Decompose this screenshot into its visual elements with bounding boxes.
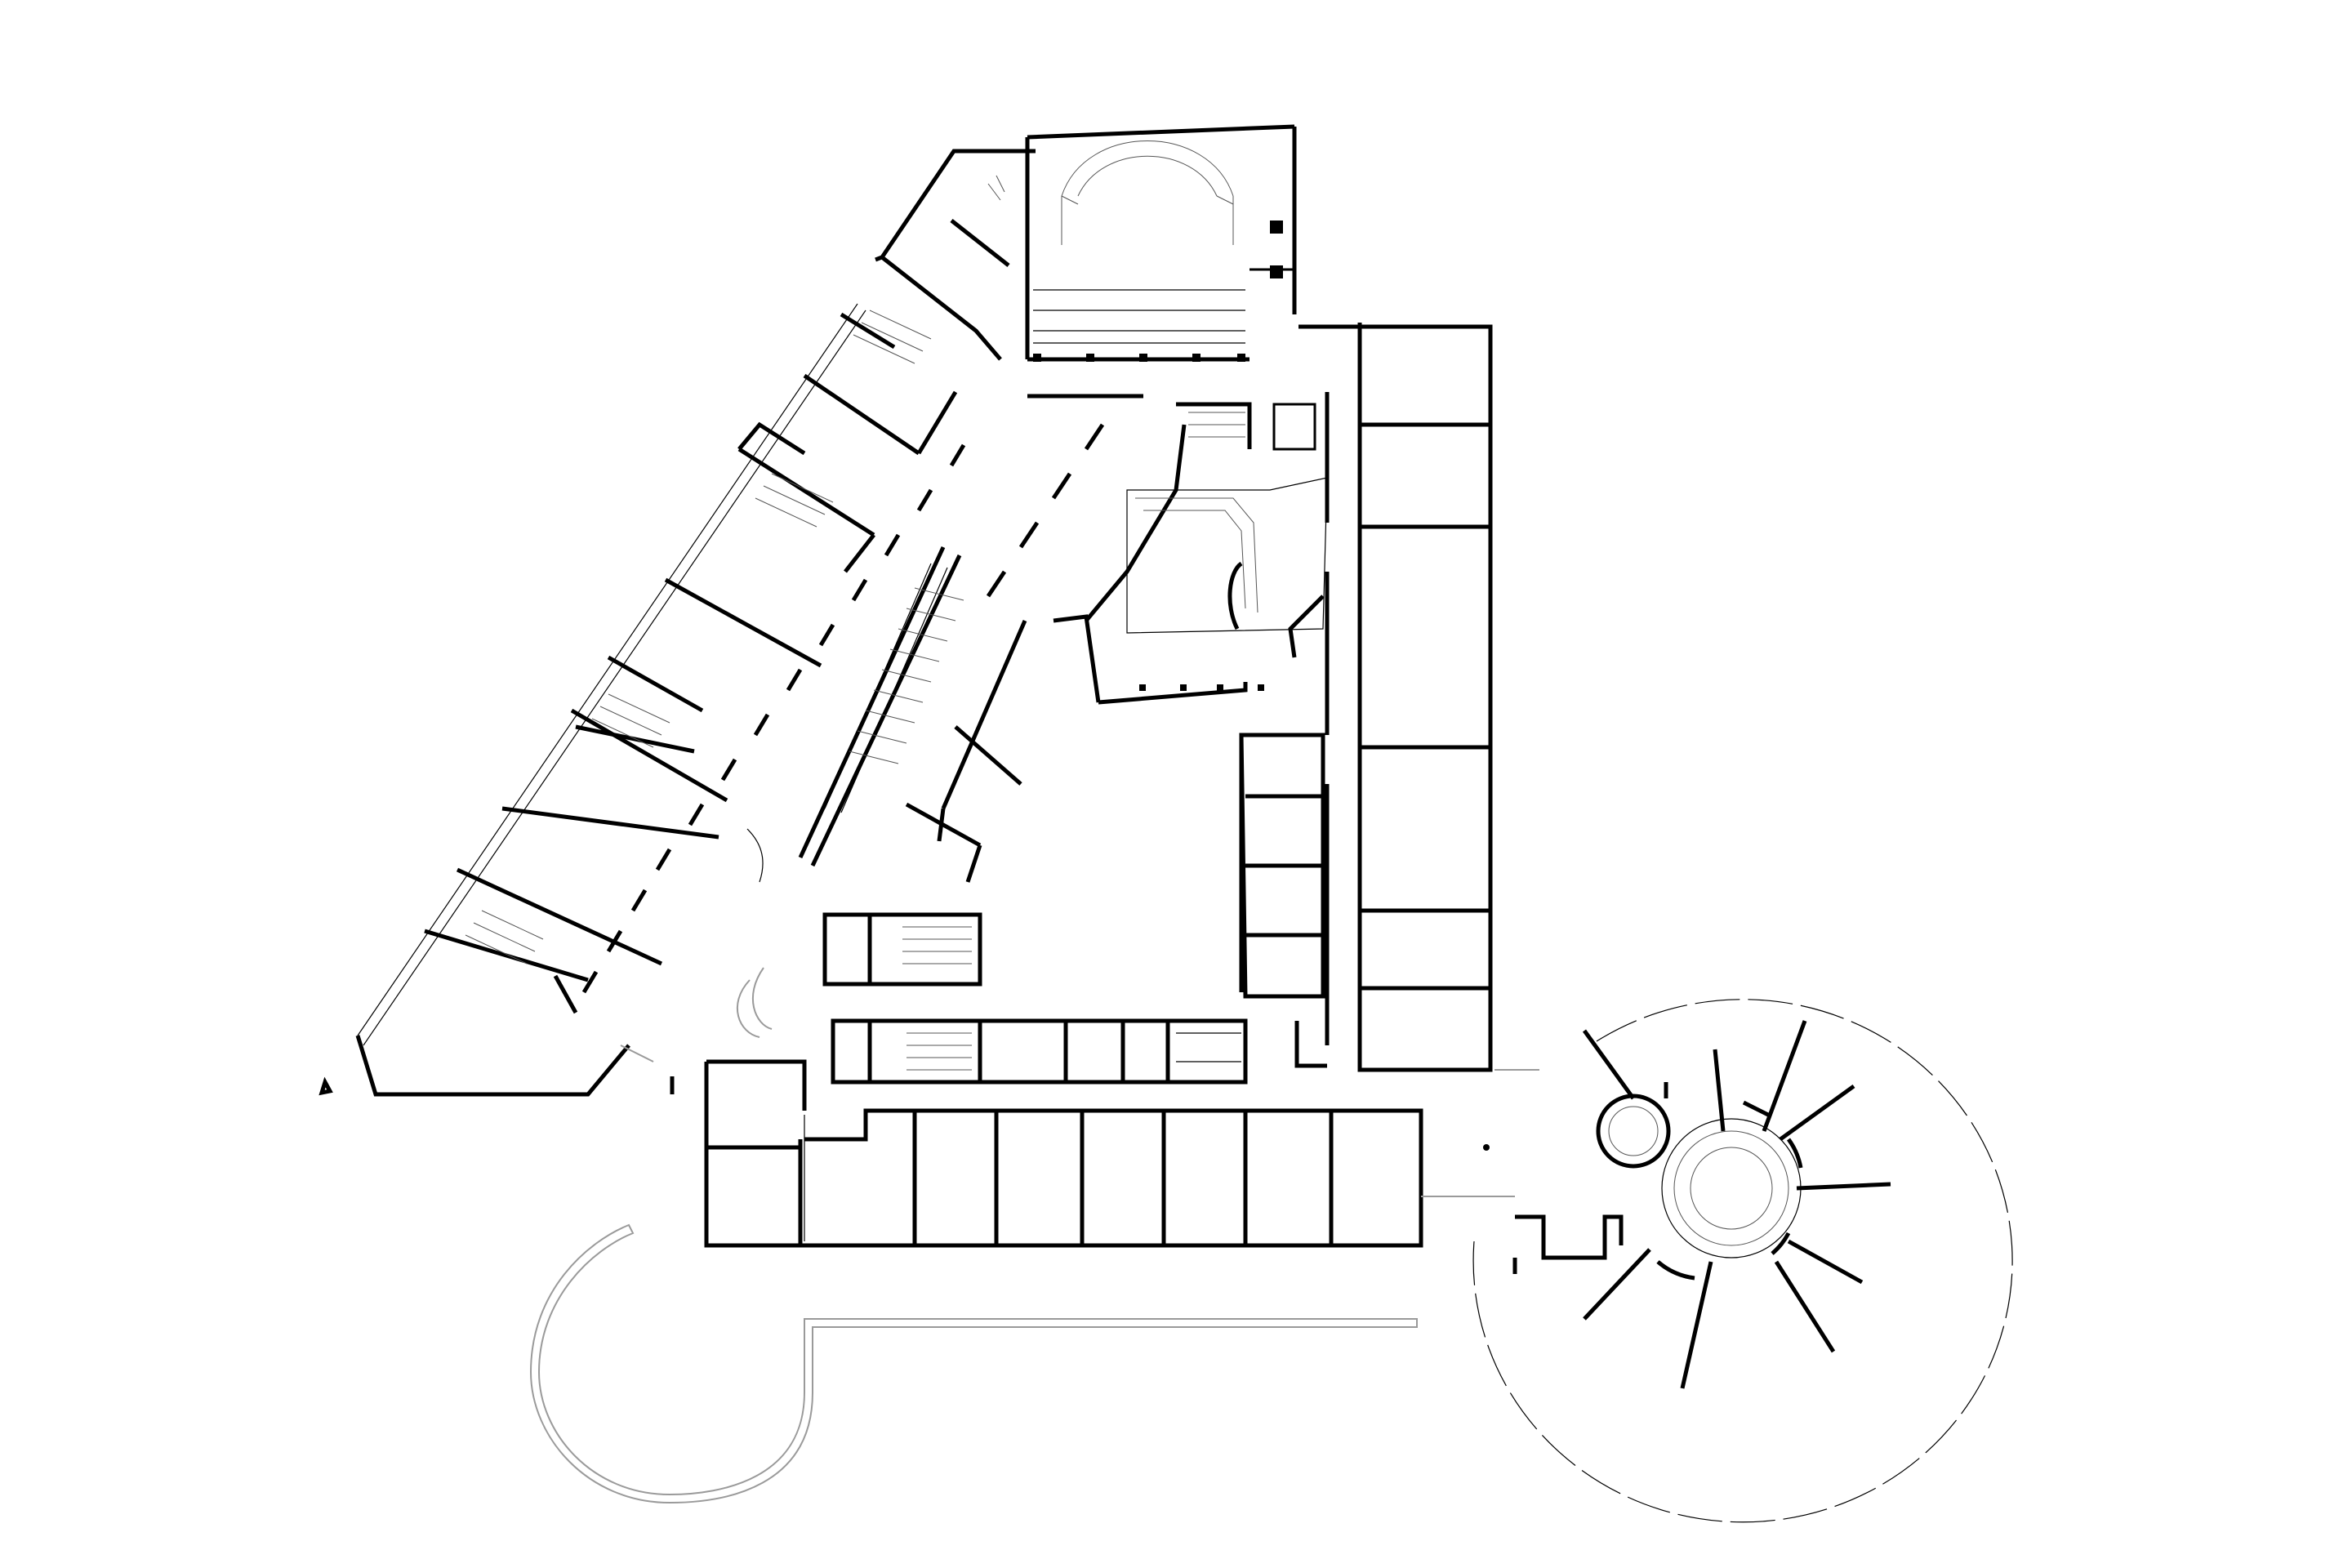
south-block — [822, 912, 1248, 1085]
east-wing — [1239, 323, 1493, 1072]
round-building — [1472, 999, 2013, 1523]
columns — [1139, 684, 1264, 691]
site-elements — [318, 828, 1539, 1504]
south-classrooms — [704, 1059, 1423, 1248]
central-corridor — [798, 424, 1328, 883]
northwest-wing — [355, 149, 1105, 1097]
north-hall — [987, 124, 1316, 451]
